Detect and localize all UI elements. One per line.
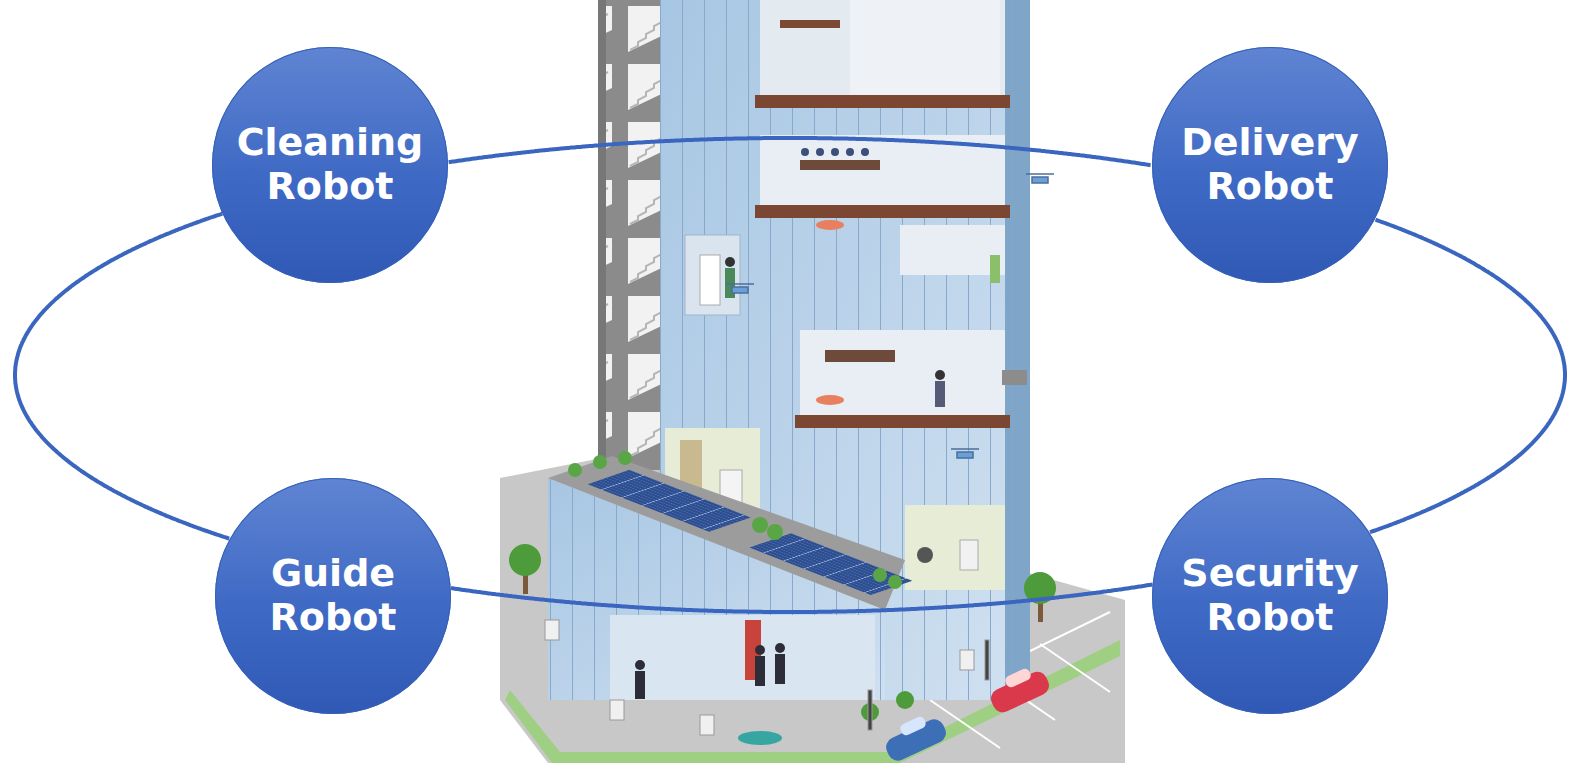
- ring-connector: [15, 214, 229, 539]
- tower-rooms: [816, 148, 824, 156]
- tower-rooms: [831, 148, 839, 156]
- podium: [593, 455, 607, 469]
- podium: [588, 470, 751, 532]
- drone-icons: [732, 287, 748, 293]
- tower-rooms: [900, 225, 1005, 275]
- podium: [635, 671, 645, 699]
- tower-rooms: [935, 381, 945, 407]
- podium: [548, 451, 912, 745]
- robot-label: Security Robot: [1168, 552, 1373, 639]
- robot-circle: Cleaning Robot: [212, 47, 448, 283]
- robots-and-posts: [545, 620, 559, 640]
- tower-rooms: [960, 540, 978, 570]
- podium: [618, 451, 632, 465]
- stair-tower: [598, 0, 660, 470]
- trees: [509, 544, 1056, 721]
- tower-rooms: [816, 220, 844, 230]
- robot-circle: Delivery Robot: [1152, 47, 1388, 283]
- podium: [755, 656, 765, 686]
- podium: [568, 463, 582, 477]
- stair-tower: [598, 0, 660, 470]
- ground-lot: [1040, 644, 1110, 692]
- tower-rooms: [846, 148, 854, 156]
- cars: [883, 667, 1052, 763]
- podium: [888, 575, 902, 589]
- cars: [1004, 667, 1033, 689]
- robot-circle: Guide Robot: [215, 478, 451, 714]
- tower-rooms: [1002, 370, 1027, 385]
- tower-rooms: [700, 255, 720, 305]
- cars: [899, 715, 928, 737]
- tower-rooms: [755, 95, 1010, 108]
- podium: [635, 660, 645, 670]
- podium: [635, 643, 785, 699]
- ring-connector: [451, 585, 1152, 613]
- drone-icons: [726, 174, 1054, 458]
- robots-and-posts: [610, 700, 624, 720]
- tower-rooms: [990, 255, 1000, 283]
- tower-rooms: [801, 148, 869, 156]
- podium: [767, 524, 783, 540]
- robots-and-posts: [700, 715, 714, 735]
- podium: [610, 615, 875, 700]
- podium: [588, 470, 913, 595]
- drone-icons: [1026, 174, 1054, 183]
- tower-rooms: [780, 20, 840, 28]
- podium: [738, 731, 782, 745]
- drone-icons: [957, 452, 973, 458]
- ring-connector: [1370, 220, 1565, 533]
- tower-rooms: [685, 235, 740, 315]
- cars: [883, 716, 949, 763]
- trees: [1024, 572, 1056, 604]
- podium: [750, 533, 913, 595]
- robots-and-posts: [868, 690, 872, 730]
- tower-rooms: [801, 148, 809, 156]
- tower-rooms: [755, 205, 1010, 218]
- drone-icons: [726, 284, 754, 293]
- tower-rooms: [861, 148, 869, 156]
- tower-rooms: [816, 395, 844, 405]
- drone-icons: [1026, 173, 1054, 175]
- tower-rooms: [935, 370, 945, 380]
- robot-label: Guide Robot: [231, 552, 436, 639]
- tower-rooms: [760, 0, 1005, 95]
- podium: [775, 654, 785, 684]
- tower-rooms: [760, 135, 1005, 205]
- trees: [509, 544, 541, 576]
- tower-rooms: [825, 350, 895, 362]
- drone-icons: [951, 449, 979, 458]
- tower-rooms: [917, 547, 933, 563]
- robot-label: Cleaning Robot: [228, 121, 433, 208]
- podium: [568, 451, 902, 589]
- trees: [896, 691, 914, 709]
- podium: [873, 568, 887, 582]
- podium: [755, 645, 765, 655]
- podium: [775, 643, 785, 653]
- tower-rooms: [905, 505, 1005, 590]
- tower-rooms: [850, 0, 1000, 95]
- podium: [752, 517, 768, 533]
- tower-rooms: [725, 257, 735, 267]
- drone-icons: [1032, 177, 1048, 183]
- ring-connector: [449, 138, 1151, 165]
- tower-rooms: [795, 415, 1010, 428]
- robot-label: Delivery Robot: [1168, 121, 1373, 208]
- robots-and-posts: [960, 650, 974, 670]
- stair-tower: [598, 0, 606, 470]
- drone-icons: [726, 283, 754, 285]
- tower-rooms: [800, 330, 1005, 415]
- drone-icons: [951, 448, 979, 450]
- robots-and-posts: [985, 640, 989, 680]
- robot-circle: Security Robot: [1152, 478, 1388, 714]
- tower-rooms: [800, 160, 880, 170]
